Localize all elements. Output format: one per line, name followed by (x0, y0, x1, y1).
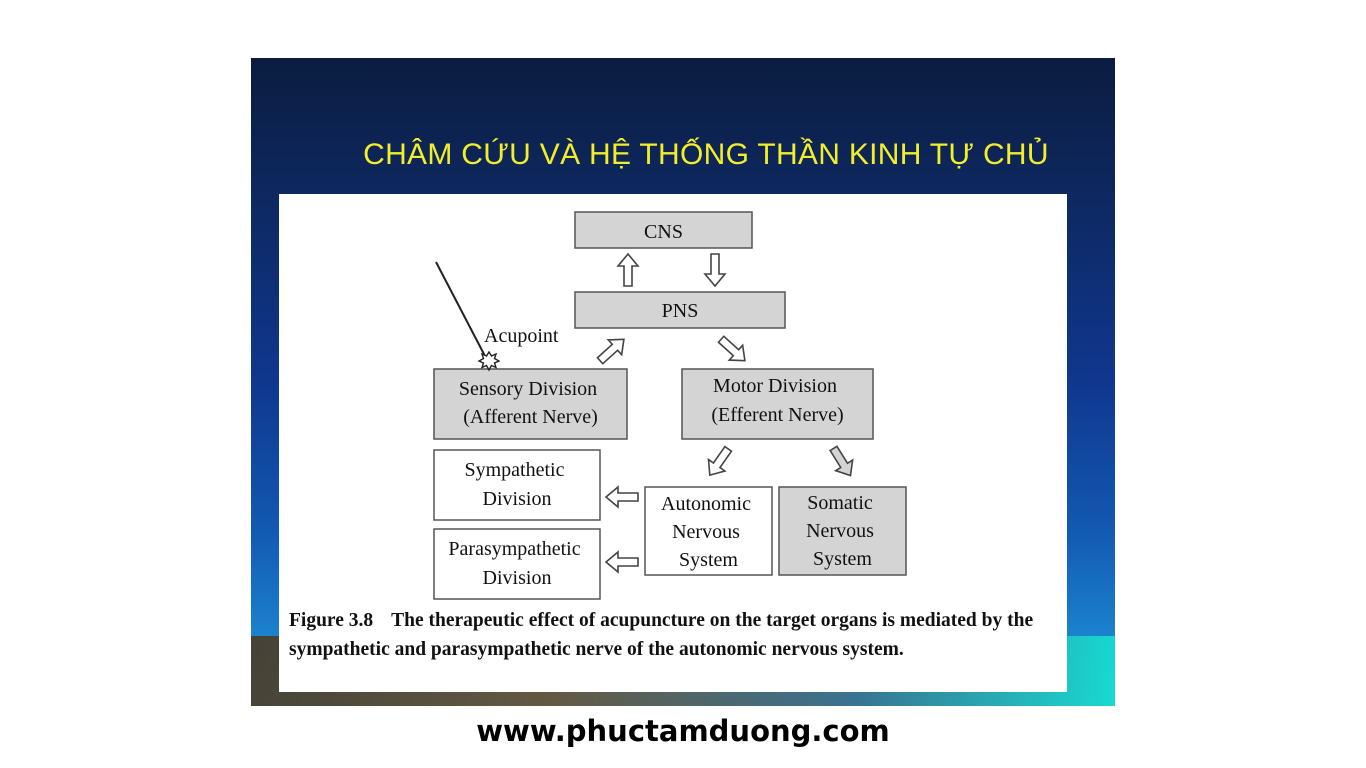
website-footer: www.phuctamduong.com (476, 714, 890, 748)
sympathetic-label-line-1: Sympathetic (465, 459, 565, 481)
autonomic-nervous-system-box (644, 486, 773, 576)
arrow-pns-to-motor (717, 335, 746, 362)
arrow-pns-to-cns (616, 252, 640, 287)
somatic-label-line-2: Nervous (806, 520, 874, 542)
sensory-division-box (433, 368, 628, 440)
motor-division-label: Motor Division (Efferent Nerve) (711, 375, 843, 426)
figure-number: Figure 3.8 (289, 610, 374, 631)
slide: CHÂM CỨU VÀ HỆ THỐNG THẦN KINH TỰ CHỦ CN… (251, 58, 1115, 706)
sensory-label-line-2: (Afferent Nerve) (463, 406, 598, 428)
cns-label-line: CNS (644, 221, 683, 243)
somatic-label-line-3: System (813, 548, 872, 570)
somatic-nervous-system-box (778, 486, 907, 576)
autonomic-label-line-2: Nervous (672, 521, 740, 543)
parasympathetic-division-label: Parasympathetic Division (448, 538, 585, 589)
acupoint-star-icon (477, 350, 501, 372)
arrow-motor-to-autonomic (707, 445, 733, 477)
autonomic-label-line-3: System (679, 549, 738, 571)
pns-box (574, 291, 786, 329)
arrow-cns-to-pns (703, 253, 727, 288)
cns-box (574, 211, 753, 249)
motor-label-line-1: Motor Division (713, 375, 837, 397)
acupoint-label: Acupoint (484, 325, 559, 347)
somatic-nervous-system-label: Somatic Nervous System (806, 492, 879, 570)
sympathetic-label-line-2: Division (483, 488, 552, 510)
sympathetic-division-box (433, 449, 601, 521)
pns-label: PNS (662, 300, 699, 322)
figure-panel: CNS PNS Sensory Division (Afferent Nerve… (279, 194, 1067, 692)
acupuncture-needle (435, 261, 487, 359)
somatic-label-line-1: Somatic (807, 492, 873, 514)
slide-title: CHÂM CỨU VÀ HỆ THỐNG THẦN KINH TỰ CHỦ (363, 138, 1049, 171)
autonomic-label-line-1: Autonomic (661, 493, 751, 515)
sympathetic-division-label: Sympathetic Division (465, 459, 570, 510)
parasympathetic-division-box (433, 528, 601, 600)
sensory-label-line-1: Sensory Division (459, 378, 597, 400)
arrow-autonomic-to-sympathetic (604, 485, 639, 509)
parasympathetic-label-line-2: Division (483, 567, 552, 589)
diagram: CNS PNS Sensory Division (Afferent Nerve… (433, 211, 907, 600)
motor-label-line-2: (Efferent Nerve) (711, 404, 843, 426)
parasympathetic-label-line-1: Parasympathetic (448, 538, 580, 560)
autonomic-nervous-system-label: Autonomic Nervous System (661, 493, 756, 571)
arrow-motor-to-somatic (829, 445, 854, 477)
motor-division-box (681, 368, 874, 440)
pns-label-line: PNS (662, 300, 699, 322)
arrow-autonomic-to-parasympathetic (604, 550, 639, 574)
arrow-sensory-to-pns (596, 338, 625, 365)
figure-caption-text: The therapeutic effect of acupuncture on… (289, 610, 1034, 660)
cns-label: CNS (644, 221, 683, 243)
sensory-division-label: Sensory Division (Afferent Nerve) (459, 378, 602, 428)
